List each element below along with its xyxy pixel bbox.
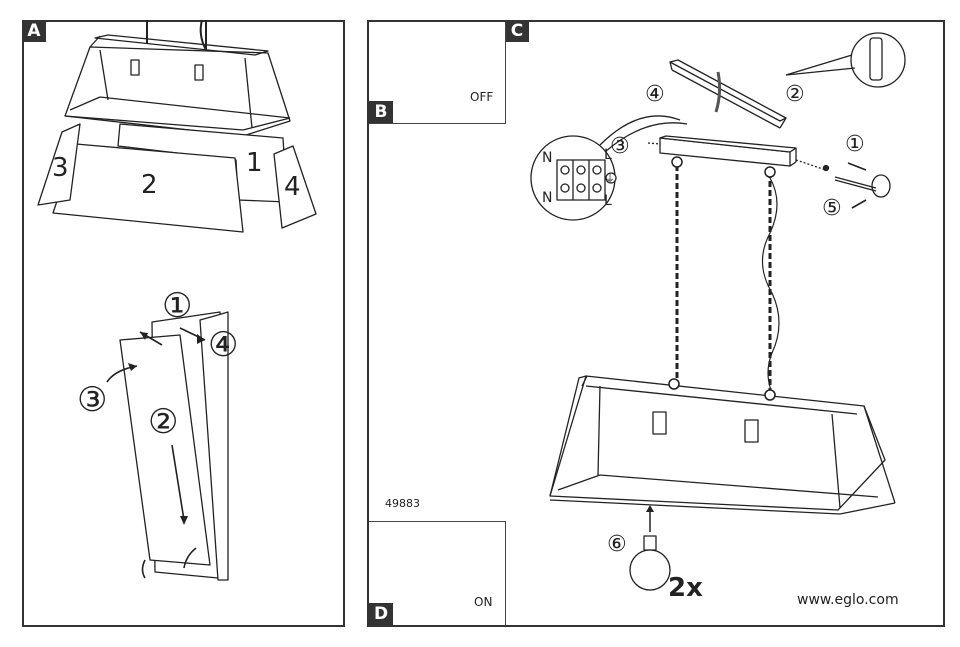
step-c-1: ① (845, 132, 865, 157)
magnifier-dowel-c (785, 32, 906, 88)
bulb-icon (629, 535, 671, 591)
step-c-3: ③ (610, 134, 630, 159)
step-c-4: ④ (645, 82, 665, 107)
step-a-2: ② (148, 402, 179, 442)
screw-line-left (647, 142, 661, 145)
ceiling-bracket-c (669, 59, 787, 129)
off-text: OFF (470, 90, 494, 104)
cord-c (761, 177, 780, 394)
glass-panels-a (37, 123, 317, 233)
cable-c (714, 71, 722, 113)
lantern-frame-top-a (64, 34, 291, 137)
glass-number-3: 3 (52, 153, 69, 183)
chain-a (146, 19, 207, 51)
panel-b-label: B (369, 101, 393, 123)
on-text: ON (474, 595, 493, 609)
terminal-l-bottom: L (604, 193, 612, 209)
canopy-c (659, 135, 797, 167)
glass-number-4: 4 (284, 172, 301, 202)
terminal-block-c (530, 115, 688, 221)
lantern-frame-c (549, 375, 896, 515)
website-link[interactable]: www.eglo.com (797, 592, 899, 608)
ground-icon: ⏚ (605, 174, 615, 185)
glass-number-1: 1 (246, 148, 263, 178)
arrowheads-a (128, 332, 205, 525)
screw-icon (822, 164, 830, 172)
bulb-arrowhead (646, 505, 654, 512)
terminal-n-bottom: N (542, 190, 553, 206)
glass-number-2: 2 (141, 170, 158, 200)
step-c-6: ⑥ (607, 532, 627, 557)
panel-c-label: C (505, 20, 529, 42)
step-a-4: ④ (208, 325, 239, 365)
step-c-2: ② (785, 82, 805, 107)
terminal-n-top: N (542, 150, 553, 166)
end-cap-c (834, 162, 891, 209)
bulb-count: 2x (668, 573, 703, 603)
step-a-1: ① (162, 286, 193, 326)
model-number: 49883 (385, 497, 420, 510)
screw-line-right (795, 159, 827, 171)
terminal-l-top: L (604, 147, 612, 163)
step-c-5: ⑤ (822, 196, 842, 221)
sockets-c (652, 411, 759, 443)
panel-d-label: D (369, 603, 393, 625)
socket-a (130, 59, 204, 81)
chains-c (671, 156, 776, 395)
panel-a-label: A (22, 20, 46, 42)
step-a-3: ③ (77, 380, 108, 420)
frame-side-a (119, 311, 229, 581)
